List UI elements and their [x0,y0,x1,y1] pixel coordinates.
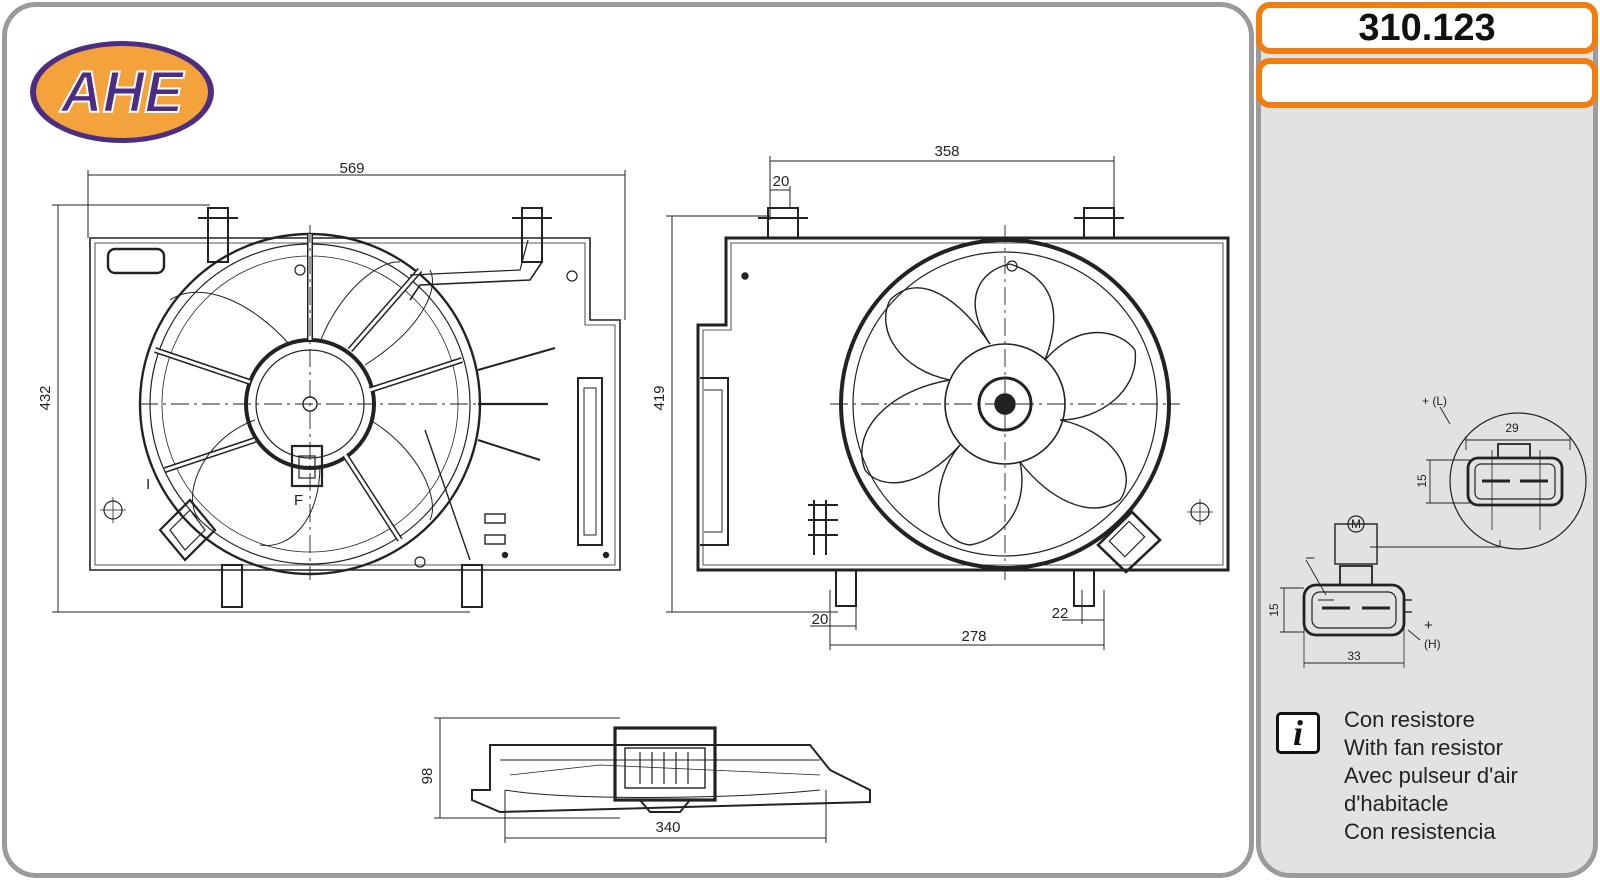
side-view [434,717,871,843]
drawing-panel [2,2,1254,878]
front-width-label: 569 [339,160,364,177]
connector-bottom-width-label: 33 [1347,649,1361,663]
rear-bottom-span-label: 278 [961,628,986,645]
connector-detail [1280,406,1587,668]
motor-label: M [1351,517,1361,531]
part-number: 310.123 [1256,2,1598,54]
connector-plus-l-label: + (L) [1422,394,1447,408]
front-view [52,170,626,613]
logo-text: AHE [59,60,186,125]
ahe-logo: AHE [30,41,214,143]
rear-bottom-right-label: 22 [1052,605,1069,622]
secondary-info-box [1256,58,1598,108]
info-icon: i [1276,712,1320,754]
side-depth-label: 98 [419,768,436,785]
front-height-label: 432 [37,385,54,410]
connector-bottom-height-label: 15 [1267,603,1281,617]
connector-h-label: (H) [1424,637,1441,651]
side-width-label: 340 [655,819,680,836]
rear-height-label: 419 [651,385,668,410]
info-line: Con resistencia [1344,819,1496,844]
rear-top-offset-label: 20 [773,173,790,190]
connector-minus-label: – [1306,549,1315,566]
front-label-f: F [294,492,303,509]
info-line: Avec pulseur d'air [1344,763,1518,788]
info-line: d'habitacle [1344,791,1449,816]
info-line: With fan resistor [1344,735,1503,760]
connector-top-height-label: 15 [1415,474,1429,488]
info-lines: Con resistore With fan resistor Avec pul… [1344,706,1584,846]
connector-plus-h-label: + [1424,617,1433,634]
rear-bottom-left-label: 20 [812,611,829,628]
connector-top-width-label: 29 [1505,421,1519,435]
front-label-i: I [146,476,150,493]
rear-width-label: 358 [934,143,959,160]
rear-view [666,156,1230,650]
info-line: Con resistore [1344,707,1475,732]
